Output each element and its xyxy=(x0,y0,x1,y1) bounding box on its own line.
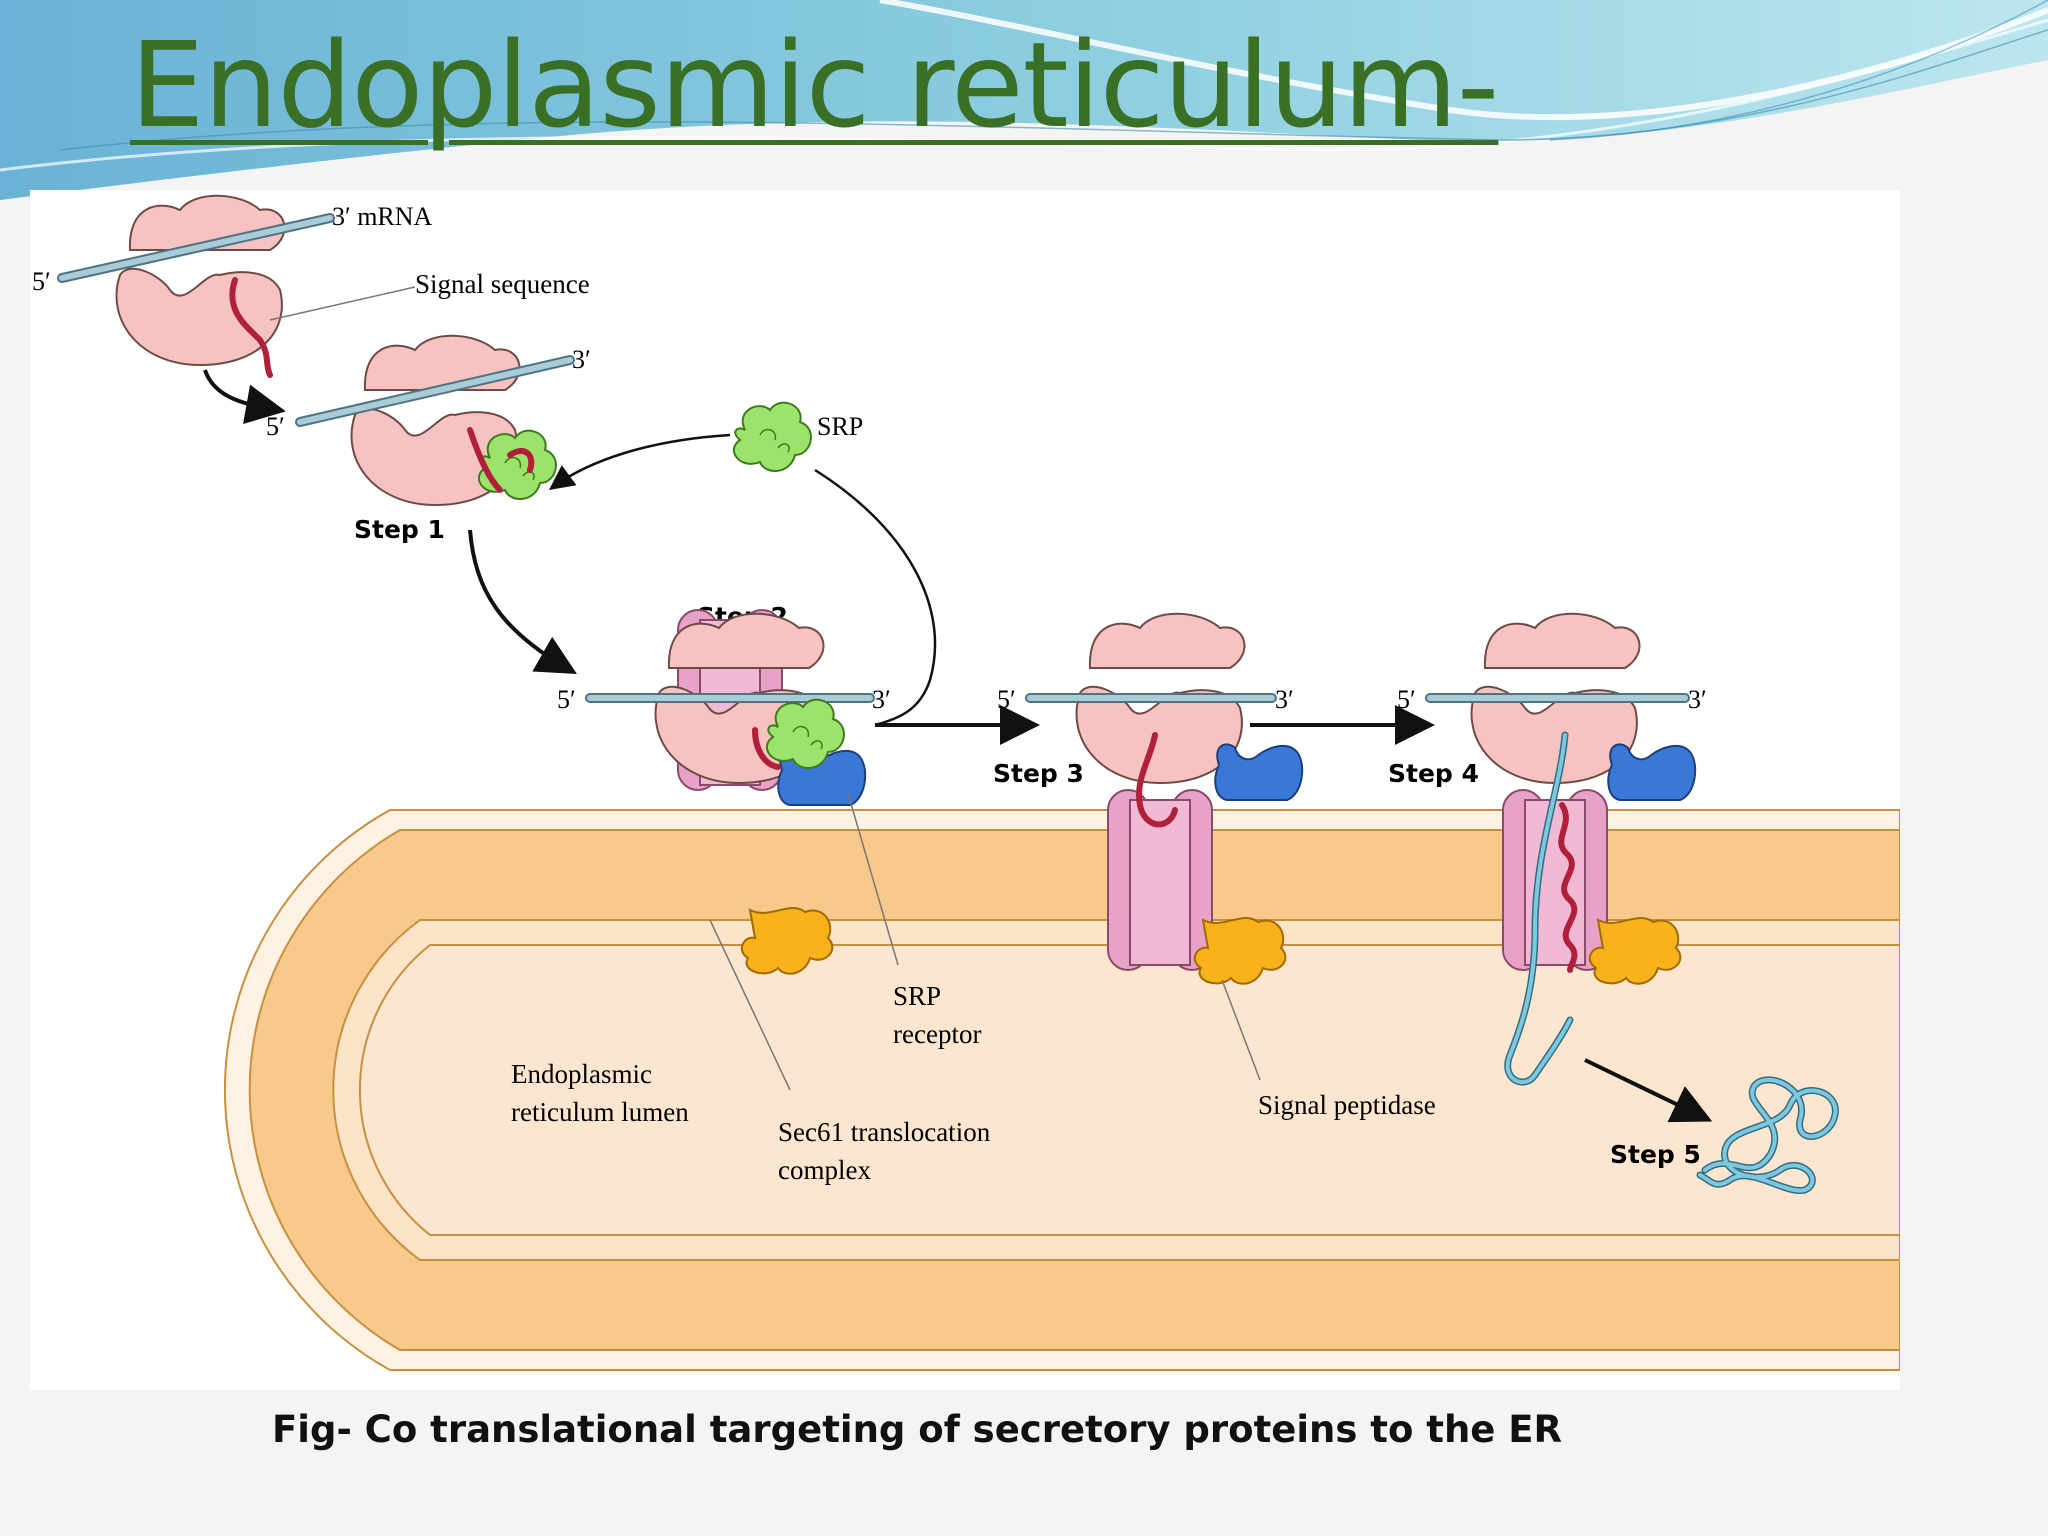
folded-protein xyxy=(1696,1076,1839,1195)
step1-srp xyxy=(477,429,557,501)
step3-label: Step 3 xyxy=(993,759,1084,788)
step4-label: Step 4 xyxy=(1388,759,1479,788)
signal-sequence xyxy=(229,277,273,378)
step2-five-prime: 5′ xyxy=(557,685,576,714)
step4-three-prime: 3′ xyxy=(1688,685,1707,714)
figure-caption: Fig- Co translational targeting of secre… xyxy=(272,1408,1563,1451)
five-prime-label: 5′ xyxy=(32,267,51,296)
signal-sequence-label: Signal sequence xyxy=(415,269,590,299)
slide-title: Endoplasmic reticulum- xyxy=(130,16,1499,154)
step3-three-prime: 3′ xyxy=(1275,685,1294,714)
step1-three-prime: 3′ xyxy=(572,345,591,374)
step1-five-prime: 5′ xyxy=(266,412,285,441)
srp-receptor-label-1: SRP xyxy=(893,981,941,1011)
signal-peptidase-label: Signal peptidase xyxy=(1258,1090,1436,1120)
step3-srp-receptor xyxy=(1214,743,1304,801)
srp-binding-arrow xyxy=(548,433,731,490)
mrna-label: 3′ mRNA xyxy=(332,202,433,231)
srp-receptor-label-2: receptor xyxy=(893,1019,981,1049)
lumen-label-2: reticulum lumen xyxy=(511,1097,689,1127)
srp-label: SRP xyxy=(817,412,863,441)
step1-label: Step 1 xyxy=(354,515,445,544)
step4-five-prime: 5′ xyxy=(1397,685,1416,714)
step4-srp-receptor xyxy=(1607,743,1697,801)
header-wave-decoration xyxy=(0,0,2048,200)
er-lumen xyxy=(358,944,1900,1236)
translocation-diagram: 3′ mRNA 5′ Signal sequence 3′ 5′ Step 1 … xyxy=(30,190,1900,1390)
sec61-label-2: complex xyxy=(778,1155,871,1185)
free-srp xyxy=(732,401,812,473)
srp-recycle-arc xyxy=(814,468,937,727)
step2-three-prime: 3′ xyxy=(872,685,891,714)
step3-channel xyxy=(1107,789,1213,971)
sec61-label-1: Sec61 translocation xyxy=(778,1117,991,1147)
step4-channel xyxy=(1502,789,1608,971)
step5-label: Step 5 xyxy=(1610,1140,1701,1169)
step3-five-prime: 5′ xyxy=(997,685,1016,714)
arrow-to-step1 xyxy=(203,369,286,425)
step4-polypeptide xyxy=(1505,733,1572,1085)
lumen-label-1: Endoplasmic xyxy=(511,1059,652,1089)
arrow-to-step2 xyxy=(468,529,577,674)
arrow-to-step5 xyxy=(1584,1058,1713,1123)
